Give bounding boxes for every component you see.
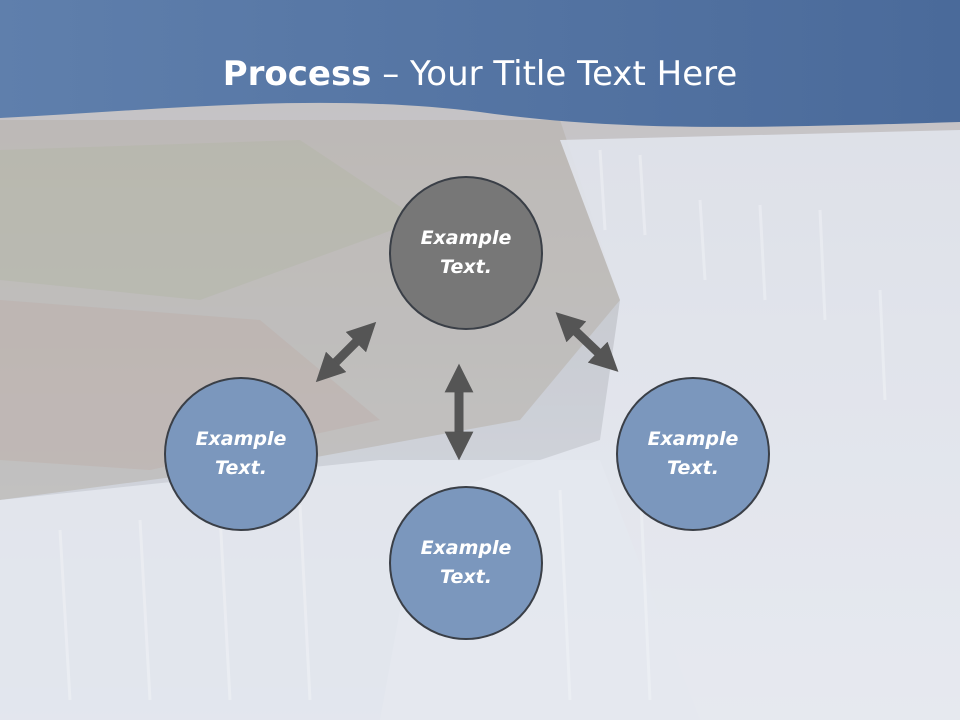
process-node-left: Example Text. [164,377,318,531]
node-left-text: Example Text. [195,428,287,479]
slide-title: Process – Your Title Text Here [0,52,960,96]
node-top-text: Example Text. [420,227,512,278]
process-node-right: Example Text. [616,377,770,531]
node-bottom-text: Example Text. [420,537,512,588]
title-bold-part: Process [222,54,372,94]
process-node-top: Example Text. [389,176,543,330]
node-right-text: Example Text. [647,428,739,479]
header-banner [0,0,960,127]
title-rest-part: – Your Title Text Here [371,54,738,94]
arrow-top-left [315,321,377,383]
arrow-top-right [555,312,619,372]
process-node-bottom: Example Text. [389,486,543,640]
